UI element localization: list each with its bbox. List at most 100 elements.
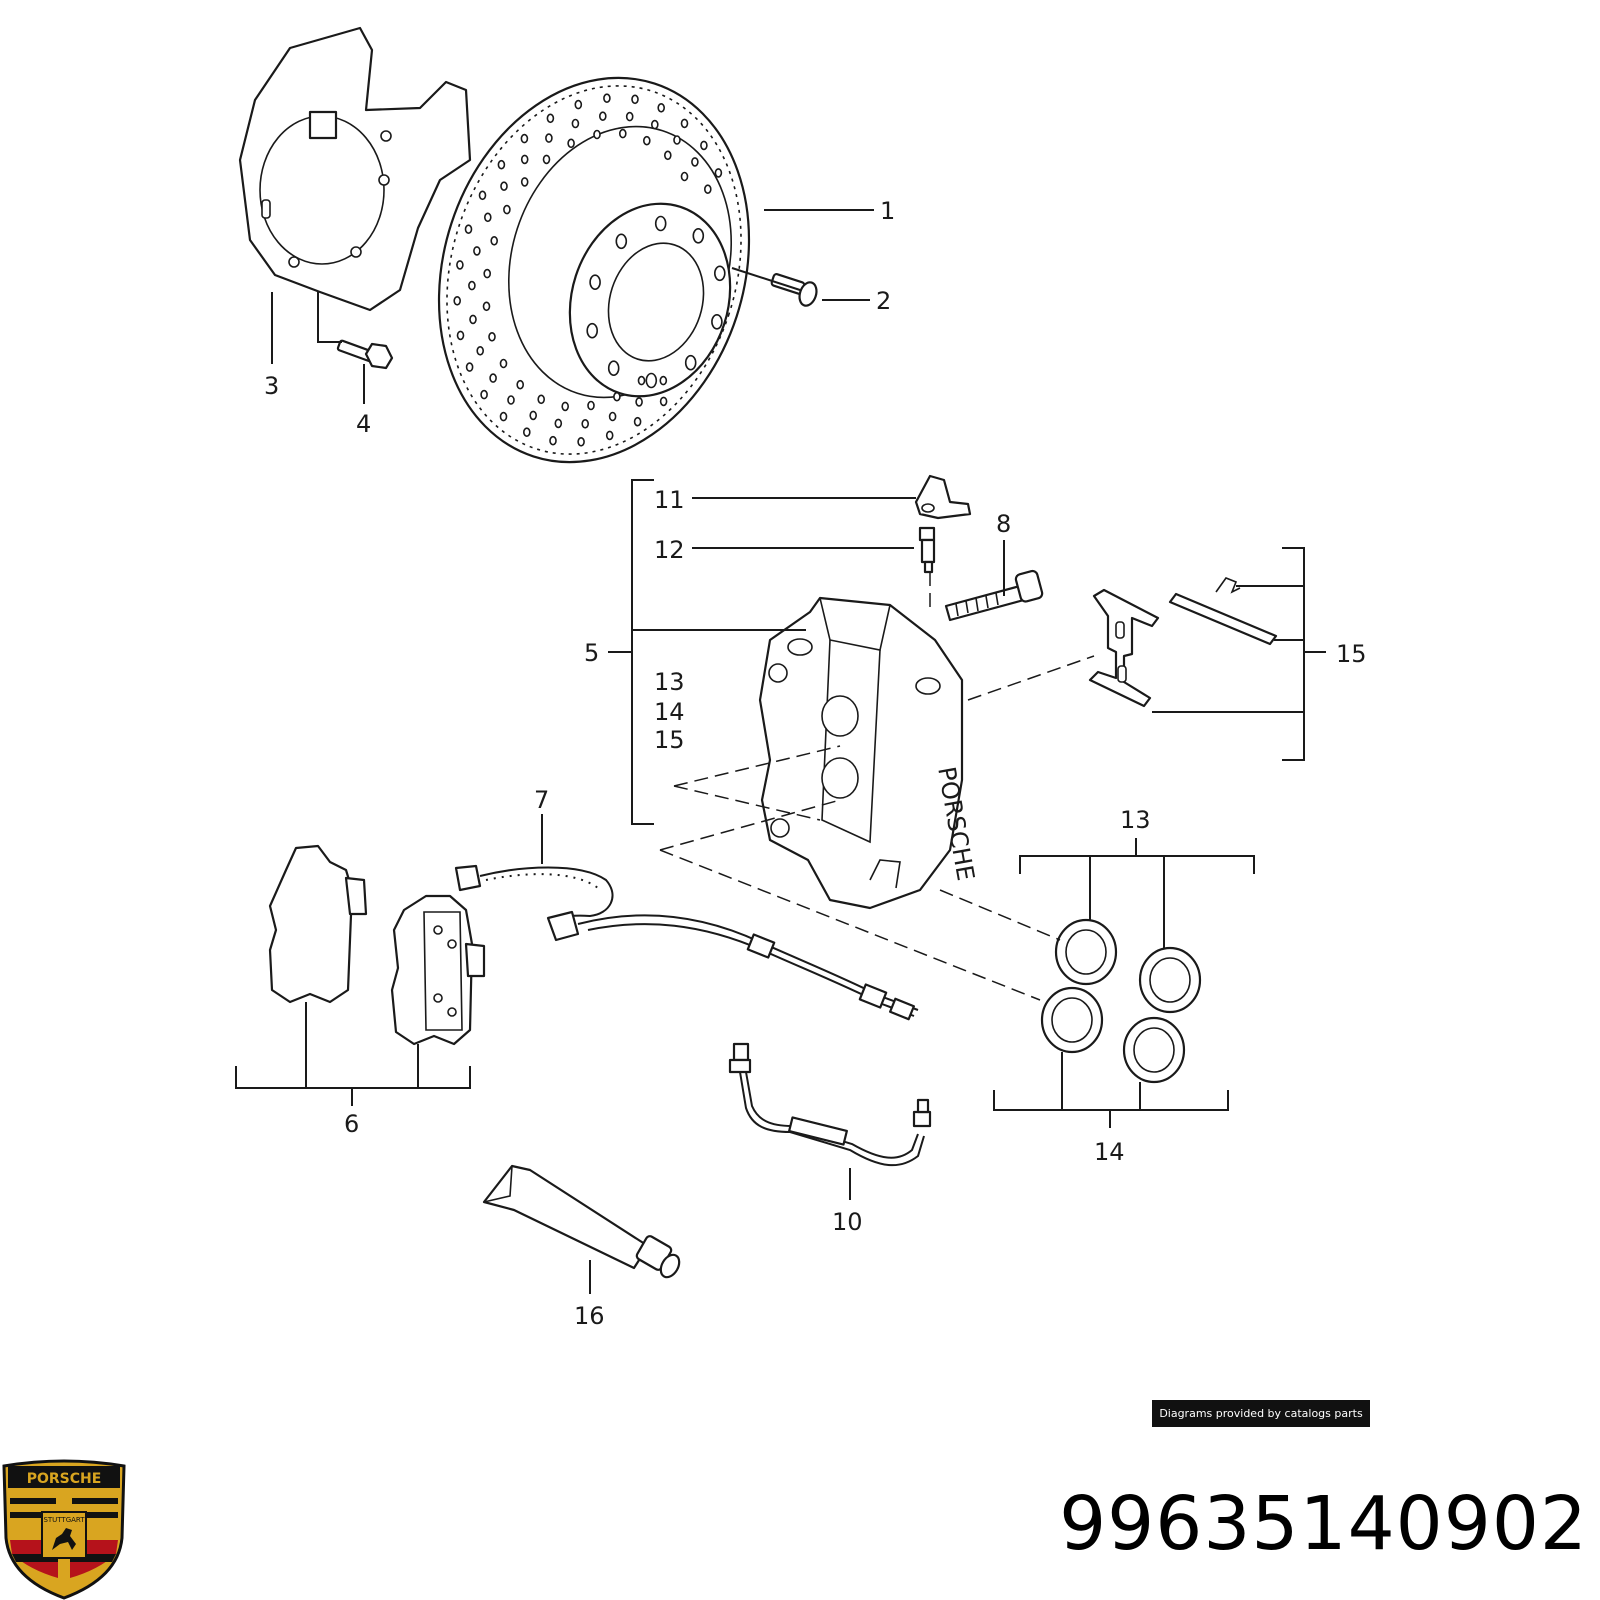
disc-drill-hole <box>545 133 553 143</box>
disc-drill-hole <box>546 113 555 124</box>
disc-drill-hole <box>642 135 651 146</box>
callout-15: 15 <box>1336 640 1367 668</box>
disc-lug-hole <box>654 215 667 232</box>
disc-drill-hole <box>473 246 481 256</box>
disc-drill-hole <box>561 401 570 412</box>
wear-sensor <box>454 864 919 1021</box>
disc-drill-hole <box>625 111 634 122</box>
disc-drill-hole <box>605 430 614 441</box>
diagram-credit: Diagrams provided by catalogs parts <box>1152 1400 1370 1427</box>
disc-drill-hole <box>593 129 601 140</box>
disc-drill-hole <box>483 212 492 223</box>
brake-pad-left <box>268 844 368 1004</box>
disc-drill-hole <box>571 118 580 129</box>
bleed-valve <box>918 526 936 574</box>
disc-drill-hole <box>482 301 491 312</box>
disc-lug-hole <box>711 313 723 330</box>
disc-drill-hole <box>476 345 485 356</box>
disc-drill-hole <box>549 435 557 446</box>
shield-bolt <box>336 339 394 370</box>
disc-drill-hole <box>587 400 595 411</box>
disc-drill-hole <box>577 436 585 447</box>
dust-boot-1 <box>1040 986 1104 1054</box>
callout-1: 1 <box>880 197 895 225</box>
disc-drill-hole <box>483 268 492 279</box>
disc-drill-hole <box>554 418 563 429</box>
retaining-pin <box>1168 592 1278 646</box>
disc-lug-hole <box>684 354 697 371</box>
disc-drill-hole <box>520 133 529 144</box>
disc-drill-hole <box>581 418 590 429</box>
callout-8: 8 <box>996 510 1011 538</box>
disc-drill-hole <box>456 260 464 270</box>
disc-drill-hole <box>633 416 642 427</box>
callout-16: 16 <box>574 1302 605 1330</box>
disc-lug-hole <box>713 265 726 282</box>
callout-12: 12 <box>654 536 685 564</box>
disc-drill-hole <box>480 389 488 400</box>
disc-drill-hole <box>598 111 607 121</box>
disc-drill-hole <box>507 395 515 405</box>
bleed-cap <box>914 474 972 520</box>
piston-seal-1 <box>1054 918 1118 986</box>
porsche-crest-logo: PORSCHE STUTTGART <box>2 1459 126 1600</box>
disc-drill-hole <box>520 154 529 165</box>
callout-7: 7 <box>534 786 549 814</box>
disc-drill-hole <box>537 394 546 405</box>
disc-drill-hole <box>497 159 506 170</box>
svg-text:STUTTGART: STUTTGART <box>43 1516 85 1524</box>
disc-drill-hole <box>680 118 689 129</box>
disc-drill-hole <box>456 330 465 341</box>
callout-10: 10 <box>832 1208 863 1236</box>
disc-drill-hole <box>500 181 508 191</box>
disc-lug-hole <box>589 274 601 291</box>
disc-drill-hole <box>680 171 689 182</box>
disc-drill-hole <box>499 358 508 369</box>
disc-drill-hole <box>659 396 668 407</box>
callout-15-caliper: 15 <box>654 726 685 754</box>
assembly-lines <box>659 572 1095 1001</box>
disc-screw <box>770 273 818 307</box>
disc-drill-hole <box>673 135 681 145</box>
disc-drill-hole <box>490 236 499 246</box>
brake-caliper: PORSCHE <box>758 596 980 910</box>
brake-pad-right <box>390 894 486 1046</box>
disc-drill-hole <box>529 410 538 421</box>
disc-drill-hole <box>631 94 639 105</box>
disc-lug-hole <box>615 233 628 250</box>
disc-drill-hole <box>567 138 575 149</box>
spreader-spring <box>1088 588 1160 708</box>
disc-drill-hole <box>520 177 529 187</box>
disc-drill-hole <box>613 391 621 402</box>
part-number: 99635140902 <box>1059 1481 1588 1567</box>
callout-4: 4 <box>356 410 371 438</box>
disc-drill-hole <box>542 154 551 165</box>
disc-lug-hole <box>645 372 658 389</box>
disc-drill-hole <box>608 411 617 422</box>
disc-drill-hole <box>478 190 487 201</box>
disc-drill-hole <box>635 397 643 407</box>
disc-drill-hole <box>691 157 699 167</box>
piston-seal-2 <box>1138 946 1202 1014</box>
callout-3: 3 <box>264 372 279 400</box>
disc-drill-hole <box>453 295 462 306</box>
disc-lug-hole <box>692 228 705 244</box>
disc-drill-hole <box>663 150 672 161</box>
splash-shield <box>238 26 472 312</box>
disc-drill-hole <box>468 280 476 291</box>
callout-14: 14 <box>1094 1138 1125 1166</box>
disc-drill-hole <box>503 204 511 215</box>
disc-drill-hole <box>522 427 531 438</box>
callout-6: 6 <box>344 1110 359 1138</box>
callout-13: 13 <box>1120 806 1151 834</box>
disc-drill-hole <box>603 93 611 103</box>
disc-drill-hole <box>489 373 497 383</box>
disc-drill-hole <box>499 411 508 422</box>
callout-11: 11 <box>654 486 685 514</box>
disc-lug-hole <box>586 322 599 339</box>
disc-drill-hole <box>488 331 496 342</box>
callout-14-caliper: 14 <box>654 698 685 726</box>
disc-drill-hole <box>637 375 646 386</box>
brake-disc <box>437 76 751 464</box>
